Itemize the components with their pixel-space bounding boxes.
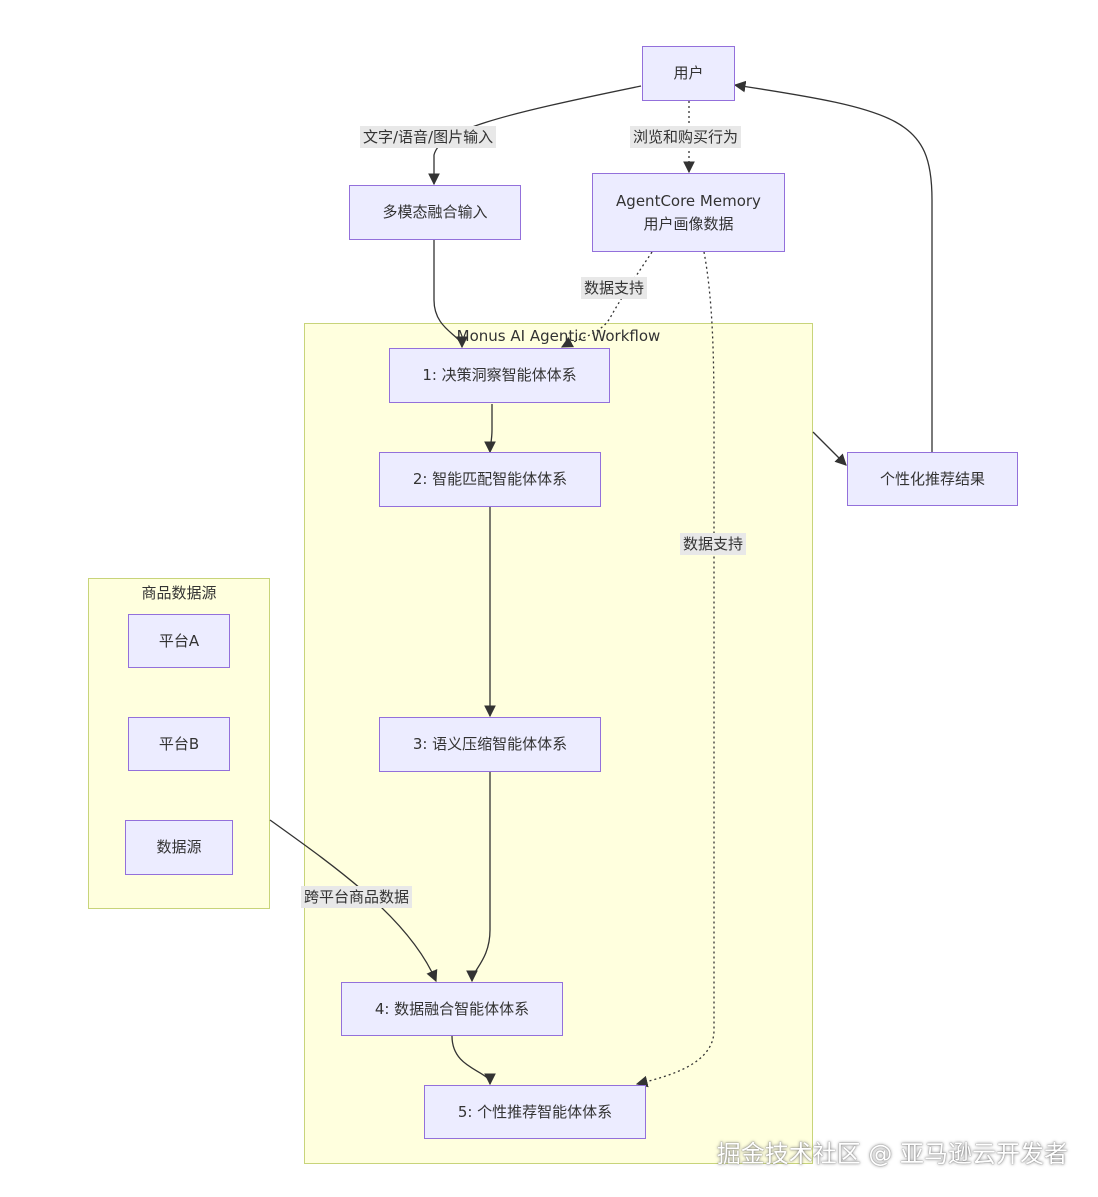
- data-source-node: 数据源: [125, 820, 233, 875]
- multimodal-input-node: 多模态融合输入: [349, 185, 521, 240]
- smart-matching-agent-node: 2: 智能匹配智能体体系: [379, 452, 601, 507]
- edge-agent3-to-agent4: [466, 772, 491, 983]
- edge-label-browse-purchase: 浏览和购买行为: [630, 126, 742, 148]
- edge-label-input-types: 文字/语音/图片输入: [360, 126, 497, 148]
- edge-label-cross-platform: 跨平台商品数据: [301, 886, 413, 908]
- edge-memory-to-agent1: [560, 251, 653, 348]
- edge-label-data-support-2: 数据支持: [680, 533, 747, 555]
- edge-memory-to-agent5: [635, 251, 715, 1088]
- watermark: 掘金技术社区 @ 亚马逊云开发者: [716, 1140, 1068, 1168]
- user-node: 用户: [642, 46, 735, 101]
- semantic-compression-agent-node: 3: 语义压缩智能体体系: [379, 717, 601, 772]
- platform-b-label: 平台B: [158, 734, 200, 753]
- edge-workflow-to-result: [812, 431, 847, 466]
- edge-user-to-multimodal: [428, 85, 642, 186]
- smart-matching-agent-label: 2: 智能匹配智能体体系: [412, 470, 568, 488]
- personalized-recommendation-agent-label: 5: 个性推荐智能体体系: [457, 1102, 613, 1121]
- edge-agent1-to-agent2: [484, 404, 496, 454]
- platform-b-node: 平台B: [128, 717, 230, 771]
- decision-insight-agent-label: 1: 决策洞察智能体体系: [422, 366, 577, 384]
- product-sources-cluster-title: 商品数据源: [141, 584, 217, 602]
- user-node-label: 用户: [673, 64, 704, 82]
- edge-agent4-to-agent5: [451, 1035, 496, 1086]
- agentcore-memory-node: AgentCore Memory 用户画像数据: [592, 173, 785, 252]
- personalized-recommendation-agent-node: 5: 个性推荐智能体体系: [424, 1085, 646, 1139]
- agentcore-memory-title: AgentCore Memory: [616, 191, 761, 210]
- semantic-compression-agent-label: 3: 语义压缩智能体体系: [412, 735, 568, 753]
- edge-result-to-user: [733, 80, 933, 452]
- data-fusion-agent-node: 4: 数据融合智能体体系: [341, 982, 563, 1036]
- personalized-result-node: 个性化推荐结果: [847, 452, 1018, 506]
- decision-insight-agent-node: 1: 决策洞察智能体体系: [389, 348, 610, 403]
- edge-multimodal-to-agent1: [433, 240, 468, 349]
- personalized-result-label: 个性化推荐结果: [879, 469, 985, 488]
- data-source-label: 数据源: [156, 838, 202, 856]
- platform-a-label: 平台A: [158, 631, 200, 650]
- multimodal-input-label: 多模态融合输入: [382, 203, 488, 221]
- edge-label-data-support-1: 数据支持: [581, 277, 648, 299]
- workflow-cluster-title: Monus AI Agentic Workflow: [456, 327, 661, 345]
- platform-a-node: 平台A: [128, 614, 230, 668]
- user-profile-data-label: 用户画像数据: [643, 214, 734, 233]
- data-fusion-agent-label: 4: 数据融合智能体体系: [374, 999, 530, 1018]
